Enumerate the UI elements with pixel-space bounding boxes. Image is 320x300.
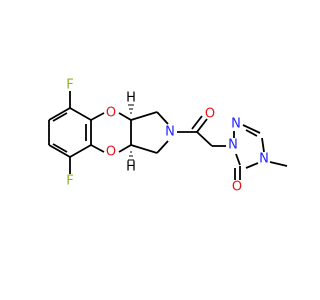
bond <box>245 162 259 169</box>
bond <box>48 107 71 121</box>
bond <box>191 115 203 130</box>
bond <box>69 144 92 158</box>
bond <box>156 140 169 154</box>
fluorine-atom-bottom: F <box>66 174 73 189</box>
molecule-structure-diagram: F F O O H H N O N N N O <box>48 78 288 195</box>
oxygen-atom-ring-bottom: O <box>106 145 116 160</box>
hydrogen-atom-stereo-bottom: H <box>126 160 136 175</box>
bond <box>261 137 265 153</box>
bond <box>52 112 68 122</box>
bond <box>90 144 105 153</box>
bond <box>118 144 132 153</box>
bond <box>196 118 208 133</box>
bond <box>130 111 158 121</box>
nitrogen-atom-triazole-1: N <box>228 138 238 153</box>
oxygen-atom-triazolone: O <box>232 180 242 195</box>
bond <box>48 144 71 158</box>
atom-label-layer: F F O O H H N O N N N O <box>66 78 269 195</box>
bond <box>130 144 158 154</box>
oxygen-atom-ring-top: O <box>106 106 116 121</box>
bond <box>242 124 261 134</box>
bond <box>269 161 288 167</box>
nitrogen-atom-triazole-4: N <box>259 152 269 167</box>
fluorine-atom-top: F <box>66 78 73 93</box>
nitrogen-atom-triazole-2: N <box>231 117 241 132</box>
bond <box>156 111 169 125</box>
hydrogen-atom-stereo-top: H <box>126 91 136 106</box>
bond <box>245 129 258 137</box>
bond <box>90 112 105 121</box>
bond <box>69 107 92 121</box>
bond <box>118 112 132 121</box>
oxygen-atom-carbonyl: O <box>205 107 215 122</box>
bond <box>235 153 241 166</box>
bond-layer <box>48 91 288 180</box>
bond <box>52 143 68 153</box>
stereo-bond-layer <box>128 104 134 161</box>
nitrogen-atom-pyrrolidine: N <box>165 125 175 140</box>
bond <box>196 131 213 147</box>
